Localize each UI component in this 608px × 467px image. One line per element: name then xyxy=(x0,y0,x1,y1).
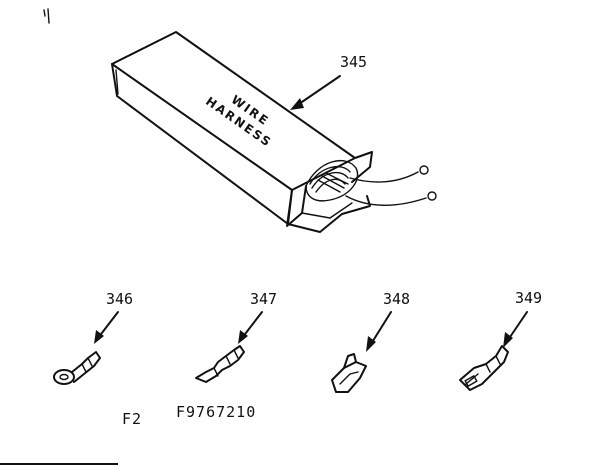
callout-347-label: 347 xyxy=(250,290,277,308)
figure-code: F2 xyxy=(122,410,142,428)
terminal-349 xyxy=(459,345,509,391)
callout-346-label: 346 xyxy=(106,290,133,308)
callout-349-label: 349 xyxy=(515,289,542,307)
callout-346: 346 xyxy=(94,290,133,344)
part-number-code: F9767210 xyxy=(176,403,256,421)
callout-345-arrowhead xyxy=(290,98,304,110)
terminal-348 xyxy=(331,353,367,393)
corner-mark xyxy=(43,8,50,24)
callout-349-arrowhead xyxy=(503,332,513,348)
wire-harness-box: WIRE HARNESS xyxy=(111,31,437,233)
terminal-347 xyxy=(195,345,245,383)
callout-345: 345 xyxy=(290,53,367,110)
terminal-346 xyxy=(53,351,101,385)
callout-348-arrowhead xyxy=(366,336,376,352)
callout-346-arrowhead xyxy=(94,330,104,344)
callout-349: 349 xyxy=(503,289,542,348)
callout-348: 348 xyxy=(366,290,410,352)
box-label: WIRE HARNESS xyxy=(203,92,275,150)
callout-348-label: 348 xyxy=(383,290,410,308)
callout-347-arrowhead xyxy=(238,330,248,344)
callout-345-label: 345 xyxy=(340,53,367,71)
wire-leads xyxy=(345,165,437,206)
coiled-wires xyxy=(305,159,359,202)
callout-347: 347 xyxy=(238,290,277,344)
